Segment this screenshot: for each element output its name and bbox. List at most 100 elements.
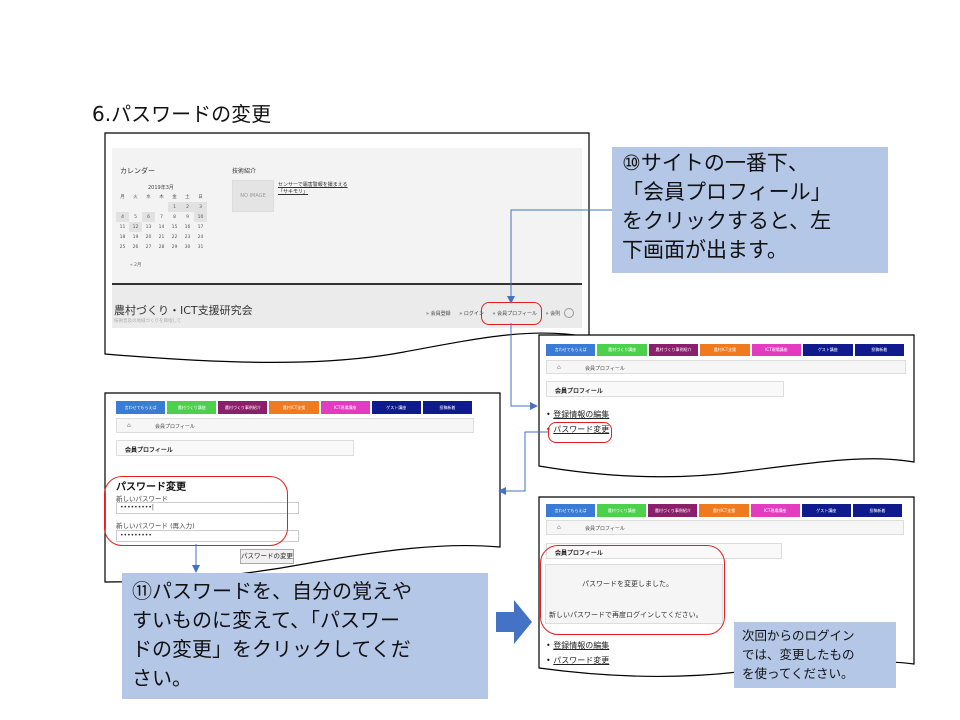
calendar-day[interactable]: 3: [194, 202, 207, 212]
nav-tab[interactable]: 農村ICT支援: [699, 504, 749, 517]
calendar-prev-link[interactable]: « 2月: [130, 263, 142, 268]
profile-heading: 会員プロフィール: [555, 388, 603, 395]
calendar-day[interactable]: 12: [129, 222, 142, 232]
big-right-arrow-icon: [496, 600, 532, 644]
calendar-day[interactable]: 21: [158, 234, 165, 240]
calendar-day[interactable]: 8: [173, 214, 176, 220]
calendar-day[interactable]: 30: [184, 244, 191, 250]
nav-tab[interactable]: ICT現場講座: [751, 344, 802, 356]
nav-tab[interactable]: 言わせてもらえば: [546, 344, 596, 356]
calendar-day[interactable]: 10: [194, 212, 207, 222]
confirm-password-label: 新しいパスワード (再入力): [116, 522, 195, 530]
calendar-day[interactable]: 1: [168, 202, 181, 212]
nav-tab[interactable]: 投稿新着: [422, 401, 472, 414]
callout-11-line: ⑪パスワードを、自分の覚えや: [132, 579, 412, 603]
callout-10-line: 「会員プロフィール」: [622, 180, 832, 204]
nav-tab[interactable]: 言わせてもらえば: [116, 401, 166, 414]
nav-tab[interactable]: 農村づくり講座: [597, 504, 647, 517]
calendar-day[interactable]: 9: [186, 214, 189, 220]
footer-link-login[interactable]: » ログイン: [459, 311, 484, 317]
nav-tab[interactable]: ICT現場講座: [320, 401, 370, 414]
password-changed-message-box: [545, 564, 723, 624]
breadcrumb-label: 会員プロフィール: [585, 526, 625, 532]
calendar-day[interactable]: 31: [197, 244, 204, 250]
callout-10-line: 下画面が出ます。: [622, 238, 788, 262]
edit-info-label[interactable]: 登録情報の編集: [553, 410, 610, 419]
edit-info-label[interactable]: 登録情報の編集: [553, 641, 610, 650]
site-name: 農村づくり・ICT支援研究会: [114, 304, 253, 317]
nav-tab[interactable]: 農村ICT支援: [269, 401, 319, 414]
nav-tab[interactable]: 農村ICT支援: [700, 344, 750, 356]
nav-tab[interactable]: 農村づくり事例紹介: [218, 401, 268, 414]
calendar-day[interactable]: 13: [145, 224, 152, 230]
password-form-heading: パスワード変更: [116, 482, 186, 493]
home-icon[interactable]: ⌂: [127, 422, 131, 429]
calendar-day[interactable]: 25: [119, 244, 126, 250]
calendar-day[interactable]: 27: [145, 244, 152, 250]
nav-tab[interactable]: 投稿新着: [852, 504, 902, 517]
site-tagline: 技術普及の地域づくりを目指して: [114, 319, 182, 324]
profile-heading-box: 会員プロフィール: [546, 381, 784, 397]
nav-tab[interactable]: ゲスト講座: [803, 344, 853, 356]
breadcrumb-label: 会員プロフィール: [585, 366, 625, 372]
calendar-day[interactable]: 22: [171, 234, 178, 240]
calendar-day[interactable]: 11: [119, 224, 126, 230]
calendar-day[interactable]: 24: [197, 234, 204, 240]
password-change-link[interactable]: • パスワード変更: [546, 656, 610, 665]
password-change-label[interactable]: パスワード変更: [553, 656, 610, 665]
nav-tab[interactable]: ICT現場講座: [750, 504, 800, 517]
footer-link-profile[interactable]: » 会員プロフィール: [492, 311, 538, 317]
footer-link-register[interactable]: » 会員登録: [426, 311, 451, 317]
breadcrumb: ⌂ 会員プロフィール: [546, 360, 906, 374]
change-password-button[interactable]: パスワードの変更: [240, 549, 294, 564]
nav-tab[interactable]: 投稿新着: [854, 344, 904, 356]
nav-tab[interactable]: 農村づくり講座: [167, 401, 217, 414]
edit-info-link[interactable]: • 登録情報の編集: [546, 410, 610, 419]
calendar-day[interactable]: 15: [171, 224, 178, 230]
nav-tab[interactable]: 農村づくり講座: [597, 344, 647, 356]
calendar-day[interactable]: 18: [119, 234, 126, 240]
calendar-day[interactable]: 26: [132, 244, 139, 250]
footer-link-rules[interactable]: » 会則: [545, 311, 561, 317]
new-password-input[interactable]: •••••••••|: [116, 502, 299, 514]
arrow-callout-to-footer: [507, 209, 612, 304]
home-icon[interactable]: ⌂: [557, 524, 561, 531]
password-change-label[interactable]: パスワード変更: [553, 425, 610, 434]
calendar-day[interactable]: 7: [160, 214, 163, 220]
calendar-day[interactable]: 14: [158, 224, 165, 230]
calendar-month: 2019年3月: [148, 185, 174, 191]
weekday-header: 火: [133, 195, 138, 200]
calendar-day[interactable]: 19: [132, 234, 139, 240]
calendar-day[interactable]: 2: [181, 202, 194, 212]
home-icon[interactable]: ⌂: [557, 364, 561, 371]
calendar-day[interactable]: 23: [184, 234, 191, 240]
arrow-pwlink-to-form: [498, 431, 548, 495]
tech-article-link[interactable]: センサーで霜害警報を撮まえる「サキモリ」: [278, 182, 348, 195]
nav-tab[interactable]: ゲスト講座: [801, 504, 851, 517]
nav-tab[interactable]: 農村づくり事例紹介: [648, 344, 699, 356]
callout-next-line: を使ってください。: [742, 666, 854, 681]
weekday-header: 月: [120, 195, 125, 200]
edit-info-link[interactable]: • 登録情報の編集: [546, 641, 610, 650]
calendar-day[interactable]: 4: [116, 212, 129, 222]
scroll-top-icon[interactable]: [564, 308, 574, 318]
calendar-day[interactable]: 17: [197, 224, 204, 230]
weekday-header: 土: [185, 195, 190, 200]
nav-tab[interactable]: 言わせてもらえば: [546, 504, 596, 517]
highlight-password-link: [548, 422, 612, 443]
calendar-day[interactable]: 16: [184, 224, 191, 230]
calendar-day[interactable]: 28: [158, 244, 165, 250]
calendar-day[interactable]: 20: [145, 234, 152, 240]
calendar-day[interactable]: 5: [134, 214, 137, 220]
calendar-title: カレンダー: [120, 167, 155, 175]
nav-tab[interactable]: ゲスト講座: [371, 401, 421, 414]
breadcrumb: ⌂ 会員プロフィール: [546, 520, 904, 535]
tech-section-title: 技術紹介: [232, 168, 257, 175]
calendar-day[interactable]: 29: [171, 244, 178, 250]
calendar-day[interactable]: 6: [142, 212, 155, 222]
nav-tab[interactable]: 農村づくり事例紹介: [648, 504, 698, 517]
